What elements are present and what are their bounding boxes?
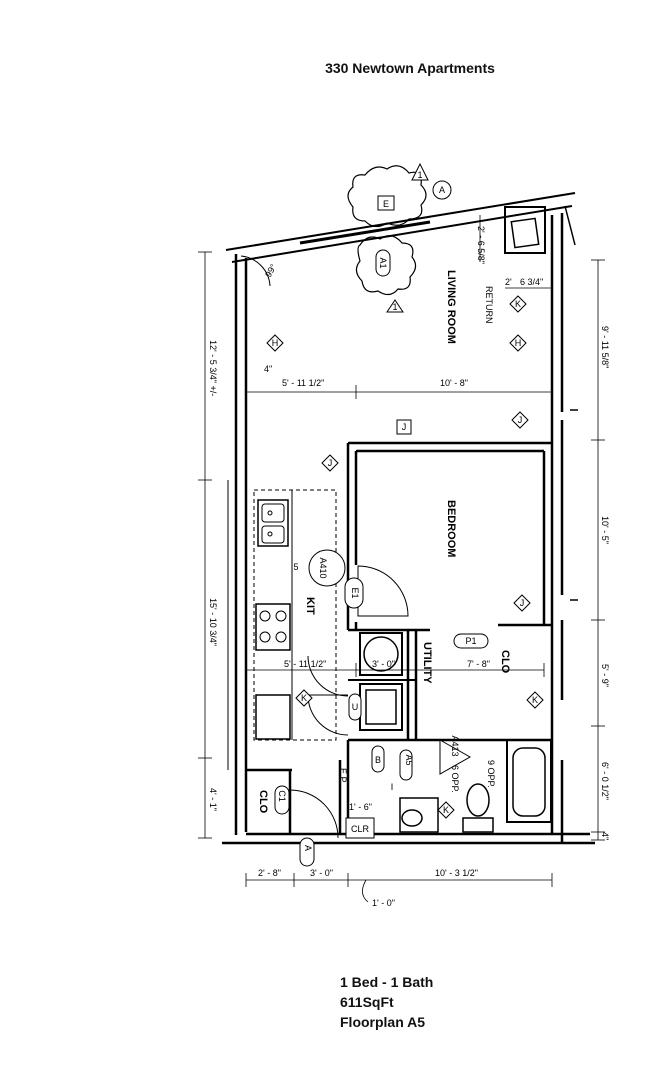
- unit-area: 611SqFt: [340, 994, 394, 1010]
- tag-j-bedroom: J: [520, 598, 525, 608]
- dim-left-upper: 12' - 5 3/4" +/-: [208, 340, 218, 396]
- utility-equipment: [359, 632, 403, 731]
- ep-note: E.P.: [338, 768, 348, 784]
- tag-one-top: 1: [417, 170, 422, 180]
- kitchen-cabinets: [253, 489, 337, 741]
- tag-j-kitchen: J: [328, 458, 333, 468]
- dim-utility-width: 3' - 0": [372, 659, 395, 669]
- opp-note-2: 6 OPP.: [450, 765, 460, 793]
- tag-h-left: H: [272, 338, 279, 348]
- dim-bottom-offset: 1' - 0": [372, 898, 395, 908]
- dim-kit-width: 5' - 11 1/2": [284, 659, 326, 669]
- dim-bottom-1: 2' - 8": [258, 868, 281, 878]
- tag-shapes: [266, 162, 544, 867]
- unit-type: 1 Bed - 1 Bath: [340, 974, 434, 990]
- tag-j-living: J: [402, 422, 407, 432]
- tag-a1: A1: [378, 257, 388, 268]
- tag-five: 5: [293, 562, 298, 572]
- dim-top-c: 6 3/4": [520, 277, 543, 287]
- tag-a-bottom: A: [303, 845, 313, 851]
- tag-c1: C1: [277, 790, 287, 802]
- tag-j-right: J: [518, 415, 523, 425]
- dim-right-4: 6' - 0 1/2": [600, 762, 610, 800]
- dim-right-2: 10' - 5": [600, 516, 610, 544]
- tag-e: E: [383, 199, 389, 209]
- dim-right-5: 4": [600, 832, 610, 840]
- room-label-kit: KIT: [304, 597, 316, 615]
- tag-a: A: [439, 185, 445, 195]
- dim-four-inch: 4": [264, 364, 272, 374]
- room-label-utility: UTILITY: [421, 642, 433, 684]
- tag-a5: A5: [404, 754, 414, 765]
- corner-column: [504, 205, 576, 254]
- dim-left-middle: 15' - 10 3/4": [208, 598, 218, 646]
- plan-title: 330 Newtown Apartments: [325, 60, 495, 76]
- tag-a413: A413: [450, 735, 460, 756]
- dim-living-left: 5' - 11 1/2": [282, 378, 324, 388]
- dim-left-lower: 4' - 1": [208, 788, 218, 811]
- tag-k-kitchen: K: [301, 693, 307, 703]
- return-note: RETURN: [484, 286, 494, 324]
- tag-k-bath: K: [443, 805, 449, 815]
- exterior-walls: [222, 192, 595, 845]
- dimension-lines: [198, 215, 605, 903]
- dim-hall: 1' - 6": [349, 802, 372, 812]
- dim-bottom-3: 10' - 3 1/2": [435, 868, 478, 878]
- room-label-living: LIVING ROOM: [445, 270, 457, 344]
- dim-top-a: 2' - 6 5/8": [476, 226, 486, 264]
- dim-top-b: 2': [505, 277, 512, 287]
- door-swings: [240, 255, 409, 839]
- dim-right-3: 5' - 9": [600, 664, 610, 687]
- room-label-clo-bedroom: CLO: [499, 650, 511, 674]
- room-label-clo-entry: CLO: [257, 790, 269, 814]
- tag-k-clo: K: [532, 695, 538, 705]
- dim-bottom-2: 3' - 0": [310, 868, 333, 878]
- tree-symbol: [347, 165, 427, 296]
- tag-a410: A410: [318, 557, 328, 578]
- opp-note-1: 9 OPP.: [486, 760, 496, 788]
- tag-h-right: H: [515, 338, 522, 348]
- tag-e1: E1: [350, 587, 360, 598]
- bath-fixtures: [399, 783, 494, 833]
- dim-living-right: 10' - 8": [440, 378, 468, 388]
- dim-right-1: 9' - 11 5/8": [600, 326, 610, 368]
- room-label-bedroom: BEDROOM: [445, 500, 457, 557]
- tag-one-lower: 1: [392, 302, 397, 312]
- tag-clr: CLR: [351, 824, 370, 834]
- dim-clo-width: 7' - 8": [467, 659, 490, 669]
- floorplan-name: Floorplan A5: [340, 1014, 426, 1030]
- tag-p1: P1: [465, 636, 476, 646]
- dim-angle: 99°: [263, 262, 279, 279]
- tag-b: B: [375, 755, 381, 765]
- tag-k-top: K: [515, 299, 521, 309]
- tag-u: U: [352, 702, 359, 712]
- tag-i: I: [391, 782, 394, 792]
- unit-info: 1 Bed - 1 Bath 611SqFt Floorplan A5: [340, 972, 433, 1032]
